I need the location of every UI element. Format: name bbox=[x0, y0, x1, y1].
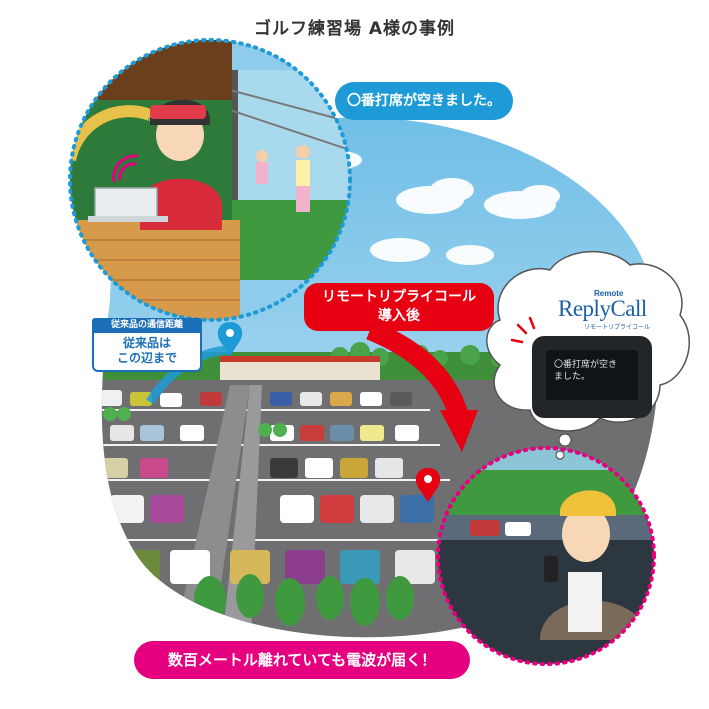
brand-logo: ReplyCall bbox=[558, 296, 647, 321]
notification-bubble: 〇番打席が空きました。 bbox=[335, 82, 513, 120]
brand-remote-label: Remote bbox=[594, 289, 624, 298]
device-screen-text: 〇番打席が空きました。 bbox=[554, 360, 618, 382]
product-callout-line1: リモートリプライコール bbox=[322, 289, 476, 305]
conventional-callout-header: 従来品の通信距離 bbox=[92, 318, 202, 333]
product-callout-line2: 導入後 bbox=[378, 308, 420, 324]
footer-bubble: 数百メートル離れていても電波が届く！ bbox=[134, 641, 470, 679]
conventional-callout-line1: 従来品は bbox=[122, 336, 171, 350]
device-cloud bbox=[486, 250, 690, 460]
product-callout: リモートリプライコール 導入後 bbox=[304, 283, 494, 331]
brand-sub-label: リモートリプライコール bbox=[584, 324, 651, 331]
page-title: ゴルフ練習場 A様の事例 bbox=[253, 19, 456, 39]
pin-icon-bottom bbox=[415, 468, 441, 502]
pin-icon-top bbox=[217, 322, 243, 356]
conventional-callout: 従来品の通信距離 従来品は この辺まで bbox=[92, 318, 202, 372]
conventional-callout-body: 従来品は この辺まで bbox=[92, 333, 202, 372]
conventional-callout-line2: この辺まで bbox=[116, 351, 177, 365]
